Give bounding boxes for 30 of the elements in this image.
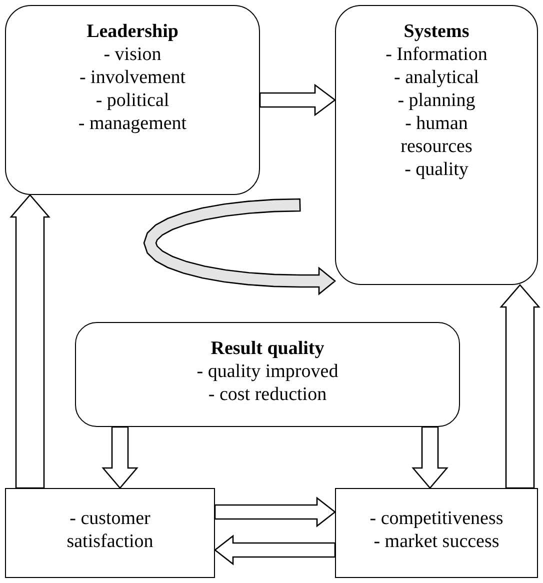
list-item: - political [96, 89, 170, 112]
curved-arrow [143, 198, 336, 296]
block-arrow [412, 426, 448, 489]
list-item: - quality improved [196, 360, 338, 383]
block-arrow [259, 84, 336, 116]
rounded-box [75, 322, 460, 427]
list-item: - vision [104, 43, 162, 66]
list-item: - Information [386, 43, 488, 66]
list-item: - analytical [394, 66, 479, 89]
process-box [335, 488, 538, 578]
rounded-box [5, 5, 260, 195]
list-item: - cost reduction [208, 383, 327, 406]
list-item: - customer satisfaction [66, 507, 154, 553]
rounded-box [335, 5, 538, 285]
box-heading: Leadership [86, 20, 178, 43]
process-box [5, 488, 215, 578]
list-item: - quality [404, 158, 468, 181]
list-item: - market success [374, 530, 500, 553]
list-item: - competitiveness [370, 507, 504, 530]
block-arrow [500, 284, 540, 489]
block-arrow [102, 426, 138, 489]
list-item: - human resources [400, 112, 474, 158]
block-arrow [214, 496, 336, 528]
list-item: - involvement [79, 66, 186, 89]
block-arrow [10, 194, 50, 489]
list-item: - management [78, 112, 187, 135]
list-item: - planning [398, 89, 476, 112]
box-heading: Systems [404, 20, 470, 43]
block-arrow [214, 534, 336, 566]
box-heading: Result quality [210, 337, 324, 360]
